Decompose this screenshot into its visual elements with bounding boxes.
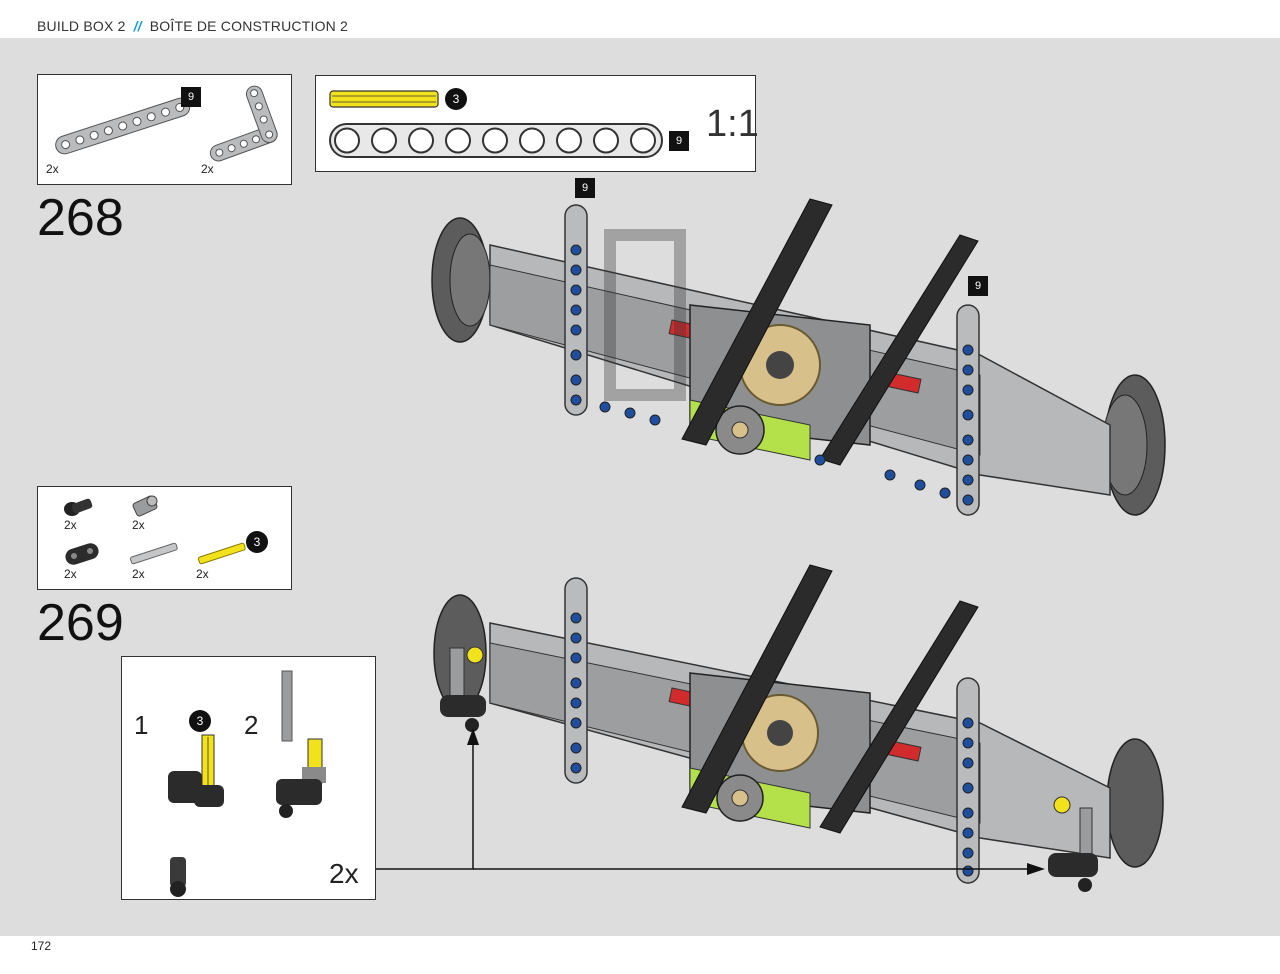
yellow-axle-3-icon <box>329 90 439 108</box>
grey-axle-icon <box>129 542 178 565</box>
model-assembly-268 <box>431 198 1166 516</box>
scale-reference-box: 3 9 1:1 <box>315 75 759 172</box>
parts-list-269: 2x 2x 2x 2x 3 2x <box>37 486 292 590</box>
header-separator: // <box>133 18 142 34</box>
subassembly-callout: 1 3 2 2x <box>121 656 376 900</box>
part-qty: 2x <box>64 567 77 581</box>
bush-icon <box>132 495 158 517</box>
header-left: BUILD BOX 2 <box>37 18 126 34</box>
beam-length-badge: 9 <box>181 87 201 107</box>
beam-9-icon <box>55 97 191 155</box>
substep-2-illustration <box>276 670 326 818</box>
footer-bar <box>0 936 1280 974</box>
beam-length-badge: 9 <box>669 131 689 151</box>
axle-length-badge: 3 <box>189 710 211 732</box>
axle-length-badge: 3 <box>445 88 467 110</box>
part-qty: 2x <box>132 567 145 581</box>
header-right: BOÎTE DE CONSTRUCTION 2 <box>149 18 349 34</box>
black-pin-icon <box>64 498 93 516</box>
callout-badge: 9 <box>968 276 988 296</box>
step-number-268: 268 <box>37 189 124 247</box>
beam-9-scale-icon <box>329 123 663 158</box>
model-assembly-269 <box>433 564 1164 892</box>
scale-label: 1:1 <box>706 103 759 145</box>
parts-list-268: 9 2x 2x <box>37 74 292 185</box>
pin-connector-icon <box>65 543 99 565</box>
multiplier-label: 2x <box>329 858 359 889</box>
part-qty: 2x <box>201 162 214 176</box>
substep-2-number: 2 <box>244 710 259 740</box>
step-number-269: 269 <box>37 594 124 652</box>
part-qty: 2x <box>64 518 77 532</box>
angled-beam-icon <box>209 85 278 162</box>
part-qty: 2x <box>46 162 59 176</box>
callout-badge: 9 <box>575 178 595 198</box>
part-qty: 2x <box>132 518 145 532</box>
part-qty: 2x <box>196 567 209 581</box>
substep-1-illustration <box>168 734 224 897</box>
header-title: BUILD BOX 2 // BOÎTE DE CONSTRUCTION 2 <box>37 18 348 34</box>
yellow-axle-icon <box>197 542 246 565</box>
substep-1-number: 1 <box>134 710 149 740</box>
page-number: 172 <box>31 939 52 953</box>
axle-length-badge: 3 <box>246 531 268 553</box>
top-bar <box>0 0 1280 38</box>
